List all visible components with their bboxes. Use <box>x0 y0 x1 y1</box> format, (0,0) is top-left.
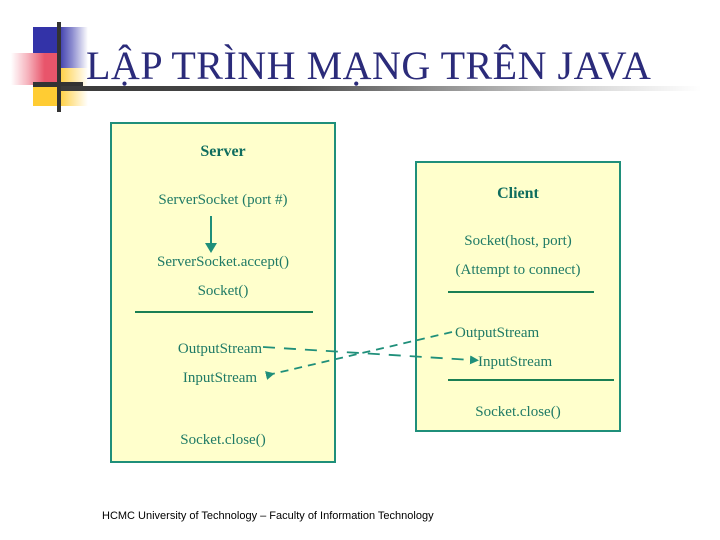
server-flow-arrow-line <box>210 216 212 246</box>
client-output-stream-label: OutputStream <box>455 325 540 341</box>
decoration-red-square <box>11 53 59 85</box>
client-heading: Client <box>497 185 539 202</box>
server-heading: Server <box>200 143 246 160</box>
client-separator-upper <box>448 291 594 293</box>
server-flow-arrow-head <box>205 243 217 253</box>
server-socket-accept-label: ServerSocket.accept() <box>156 254 289 270</box>
client-socket-host-port-label: Socket(host, port) <box>464 233 572 249</box>
client-attempt-connect-label: (Attempt to connect) <box>455 262 581 278</box>
title-underline-rule <box>61 86 701 91</box>
client-separator-lower <box>448 379 614 381</box>
server-socket-port-label: ServerSocket (port #) <box>158 192 288 208</box>
server-box <box>110 122 336 463</box>
client-box <box>415 161 621 432</box>
decoration-blue-square <box>33 27 88 82</box>
server-output-stream-label: OutputStream <box>177 341 263 357</box>
server-socket-close-label: Socket.close() <box>180 432 266 448</box>
server-input-stream-label: InputStream <box>182 370 258 386</box>
server-socket-ctor-label: Socket() <box>197 283 249 299</box>
client-socket-close-label: Socket.close() <box>475 404 561 420</box>
slide-footer: HCMC University of Technology – Faculty … <box>102 510 434 522</box>
slide-title: LẬP TRÌNH MẠNG TRÊN JAVA <box>86 43 652 88</box>
decoration-vertical-bar <box>57 22 61 112</box>
client-input-stream-label: InputStream <box>478 354 553 370</box>
server-separator-upper <box>135 311 313 313</box>
